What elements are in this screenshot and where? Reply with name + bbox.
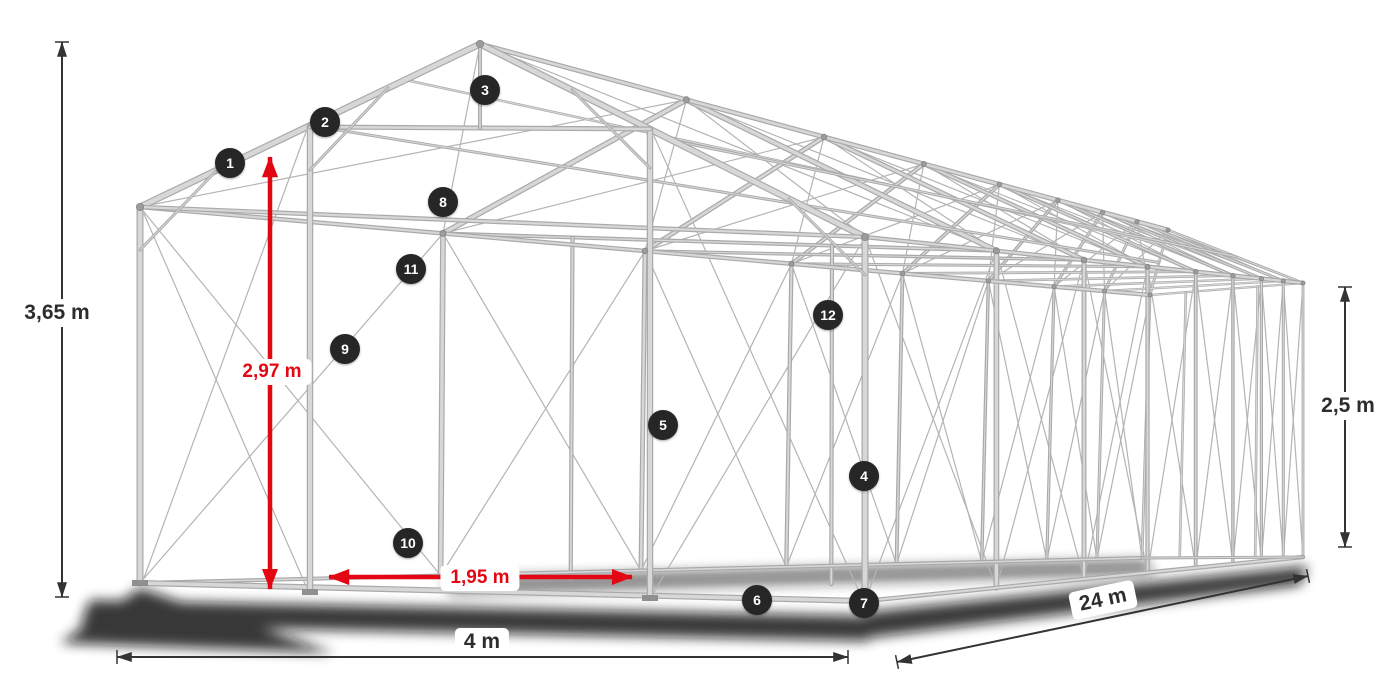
frame-structure <box>132 40 1306 605</box>
